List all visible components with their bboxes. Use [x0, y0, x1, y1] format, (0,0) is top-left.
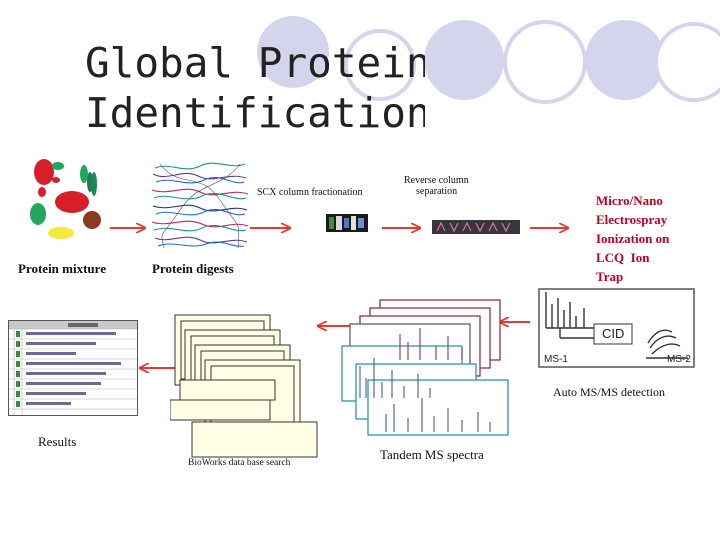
- label-results: Results: [38, 434, 77, 449]
- decor-circle-1: [257, 16, 329, 88]
- label-electrospray: Electrospray: [596, 212, 668, 227]
- label-ms2: MS-2: [667, 354, 691, 365]
- title-line-1: Global Protein: [85, 39, 425, 87]
- label-tandem-ms: Tandem MS spectra: [380, 447, 484, 462]
- decor-circle-3: [424, 20, 504, 100]
- label-trap: Trap: [596, 269, 624, 284]
- label-ms1: MS-1: [544, 354, 568, 365]
- bioworks-monitors-graphic: [170, 314, 318, 458]
- protein-digests-graphic: [151, 162, 249, 249]
- label-lcq-ion: LCQ Ion: [596, 250, 650, 265]
- ion-trap-box: [538, 288, 695, 368]
- label-protein-digests: Protein digests: [152, 261, 234, 276]
- label-cid: CID: [602, 326, 625, 341]
- label-auto-msms: Auto MS/MS detection: [553, 385, 666, 399]
- results-table-graphic: [8, 320, 138, 416]
- label-reverse-column-2: separation: [416, 186, 458, 197]
- label-bioworks: BioWorks data base search: [188, 458, 291, 468]
- decor-circle-4: [503, 20, 587, 104]
- reverse-column-graphic: [432, 220, 520, 234]
- label-ionization-on: Ionization on: [596, 231, 670, 246]
- decor-circles: [257, 16, 720, 104]
- protein-mixture-graphic: [30, 159, 101, 239]
- label-micro-nano: Micro/Nano: [596, 193, 663, 208]
- page-title: Global Protein Identification: [85, 38, 425, 130]
- decor-circle-2: [344, 29, 416, 101]
- decor-circle-6: [654, 22, 720, 102]
- title-line-2: Identification: [85, 89, 425, 130]
- label-reverse-column-1: Reverse column: [404, 175, 469, 186]
- label-protein-mixture: Protein mixture: [18, 261, 106, 276]
- tandem-spectra-graphic: [341, 299, 509, 436]
- decor-circle-5: [585, 20, 665, 100]
- scx-column-graphic: [326, 214, 368, 232]
- label-scx-column: SCX column fractionation: [257, 187, 363, 198]
